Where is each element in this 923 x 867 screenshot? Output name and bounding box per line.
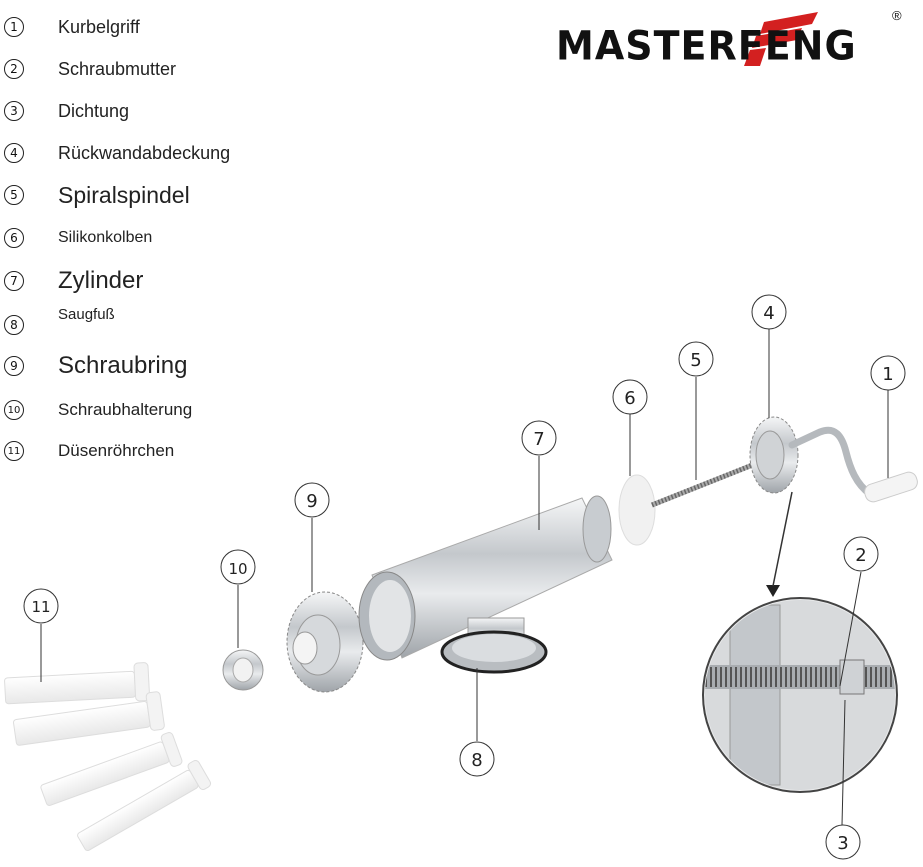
cylinder-body: [358, 495, 613, 661]
svg-text:3: 3: [837, 833, 848, 854]
legend-label: Kurbelgriff: [58, 16, 140, 37]
legend-label: Spiralspindel: [58, 181, 190, 208]
legend-item-7: 7 Zylinder: [4, 266, 143, 296]
callout-11: 11: [23, 588, 59, 682]
svg-text:2: 2: [855, 545, 866, 566]
logo-text: MASTERFENG: [556, 22, 857, 70]
legend-label: Rückwandabdeckung: [58, 142, 231, 163]
callouts: 1 2 3 4 5 6 7 8 9 10 11: [23, 294, 906, 860]
legend-item-4: 4 Rückwandabdeckung: [4, 138, 230, 168]
callout-1: 1: [870, 355, 906, 478]
legend-number-badge: 7: [4, 271, 24, 291]
callout-7: 7: [521, 420, 557, 530]
legend-item-9: 9 Schraubring: [4, 351, 187, 381]
legend-label: Düsenröhrchen: [58, 441, 175, 460]
legend-number-badge: 3: [4, 101, 24, 121]
callout-9: 9: [294, 482, 330, 592]
svg-text:6: 6: [624, 388, 635, 409]
callout-3: 3: [825, 699, 861, 860]
back-cover: [749, 416, 799, 494]
legend-item-1: 1 Kurbelgriff: [4, 12, 140, 42]
silicone-piston: [618, 474, 656, 546]
legend-number-badge: 10: [4, 400, 24, 420]
legend-label: Schraubring: [58, 352, 188, 379]
callout-5: 5: [678, 341, 714, 480]
legend-number-badge: 5: [4, 185, 24, 205]
legend-item-6: 6 Silikonkolben: [4, 223, 152, 253]
suction-foot: [440, 617, 548, 674]
callout-8: 8: [459, 668, 495, 777]
callout-4: 4: [751, 294, 787, 418]
legend-item-5: 5 Spiralspindel: [4, 180, 190, 210]
legend-number-badge: 11: [4, 441, 24, 461]
legend-label: Schraubmutter: [58, 58, 177, 79]
legend-item-8: 8 Saugfuß: [4, 306, 115, 340]
svg-text:4: 4: [763, 303, 774, 324]
legend-item-11: 11 Düsenröhrchen: [4, 436, 174, 466]
legend-item-3: 3 Dichtung: [4, 96, 129, 126]
svg-text:11: 11: [31, 598, 50, 616]
legend-number-badge: 8: [4, 315, 24, 335]
legend-label: Schraubhalterung: [58, 400, 193, 419]
svg-text:9: 9: [306, 491, 317, 512]
screw-ring: [286, 591, 364, 693]
legend-label: Dichtung: [58, 100, 130, 121]
legend-number-badge: 1: [4, 17, 24, 37]
legend-label: Saugfuß: [58, 306, 115, 323]
legend-number-badge: 4: [4, 143, 24, 163]
legend-number-badge: 9: [4, 356, 24, 376]
crank-handle: [788, 426, 918, 503]
callout-10: 10: [220, 549, 256, 648]
legend-label: Silikonkolben: [58, 229, 153, 246]
nozzle-tubes: [4, 662, 212, 852]
svg-text:5: 5: [690, 350, 701, 371]
svg-text:8: 8: [471, 750, 482, 771]
legend-item-10: 10 Schraubhalterung: [4, 395, 192, 425]
legend-item-2: 2 Schraubmutter: [4, 54, 176, 84]
logo-red-f-mark: [744, 12, 818, 66]
zoom-detail: [702, 491, 898, 793]
callout-6: 6: [612, 379, 648, 476]
svg-text:1: 1: [882, 364, 893, 385]
legend-number-badge: 6: [4, 228, 24, 248]
registered-mark: ®: [892, 8, 902, 23]
legend-label: Zylinder: [58, 267, 144, 294]
legend-number-badge: 2: [4, 59, 24, 79]
screw-holder-ring: [222, 649, 264, 691]
brand-logo: MASTERFENG ®: [556, 8, 906, 70]
svg-text:7: 7: [533, 429, 544, 450]
svg-text:10: 10: [228, 560, 247, 578]
callout-2: 2: [839, 536, 879, 687]
